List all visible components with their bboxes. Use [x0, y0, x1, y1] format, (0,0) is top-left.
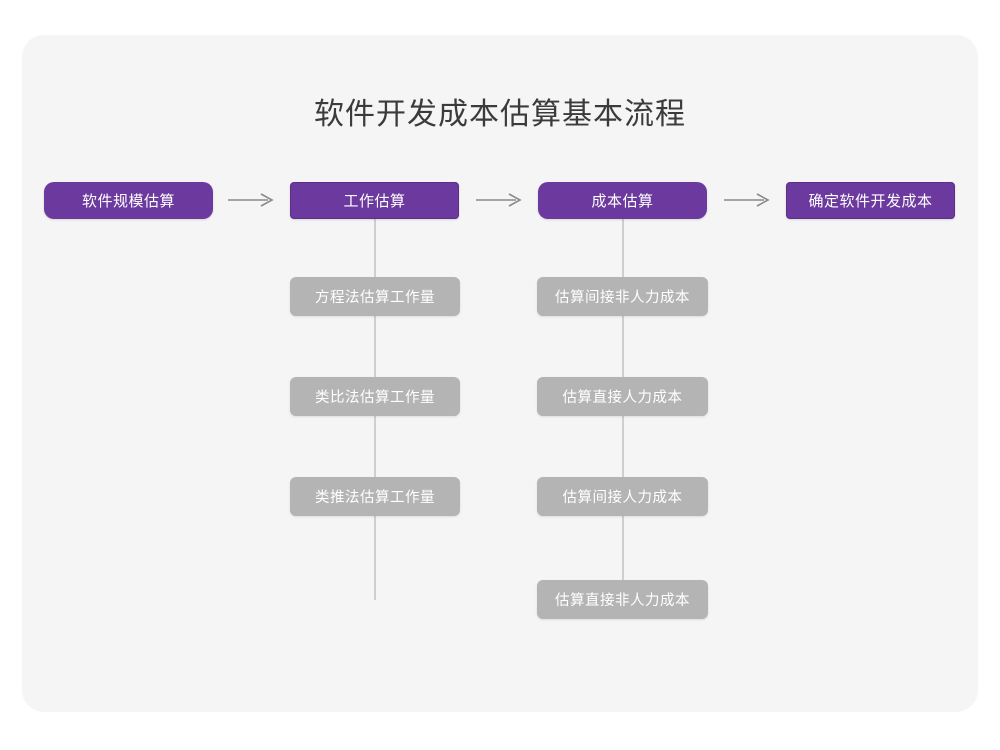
- step-node-determine-development-cost[interactable]: 确定软件开发成本: [786, 182, 955, 219]
- sub-node-indirect-non-labor-cost[interactable]: 估算间接非人力成本: [537, 277, 708, 316]
- arrow-step2-to-step3-icon: [476, 190, 524, 210]
- sub-node-indirect-labor-cost[interactable]: 估算间接人力成本: [537, 477, 708, 516]
- sub-node-analogical-method-workload[interactable]: 类推法估算工作量: [290, 477, 460, 516]
- arrow-step3-to-step4-icon: [724, 190, 772, 210]
- arrow-step1-to-step2-icon: [228, 190, 276, 210]
- sub-node-direct-labor-cost[interactable]: 估算直接人力成本: [537, 377, 708, 416]
- sub-node-direct-non-labor-cost[interactable]: 估算直接非人力成本: [537, 580, 708, 619]
- page-title: 软件开发成本估算基本流程: [314, 98, 686, 131]
- step-node-cost-estimation[interactable]: 成本估算: [538, 182, 707, 219]
- sub-node-equation-method-workload[interactable]: 方程法估算工作量: [290, 277, 460, 316]
- diagram-card: [22, 35, 978, 712]
- step-node-software-scale-estimation[interactable]: 软件规模估算: [44, 182, 213, 219]
- sub-node-analogy-method-workload[interactable]: 类比法估算工作量: [290, 377, 460, 416]
- step-node-work-estimation[interactable]: 工作估算: [290, 182, 459, 219]
